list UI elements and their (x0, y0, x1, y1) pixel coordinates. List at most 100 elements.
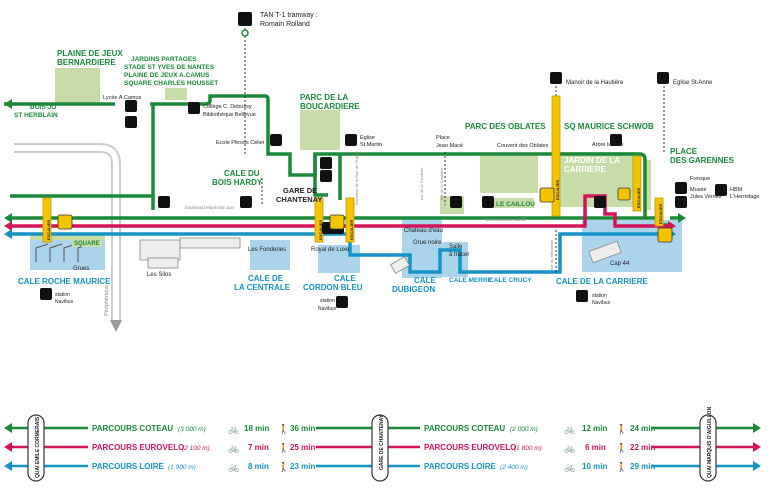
square-box (72, 238, 102, 247)
arbre-icon (610, 134, 622, 146)
bd-juin-label: boulevard Maréchal Juin (185, 205, 235, 210)
eurovelo-walk-r: 22 min (630, 443, 655, 452)
bd-cardiff-label: boulevard de Cardiff (486, 217, 527, 222)
coteau-walk-r: 24 min (630, 424, 655, 433)
station-label-1: station (55, 292, 70, 298)
navibus-label-1: Navibus (55, 299, 74, 305)
poi-icons (40, 12, 727, 308)
gare-label-2: CHANTENAY (276, 195, 322, 204)
merre-label: CALE MERRE (449, 277, 493, 284)
loire-name-l: PARCOURS LOIRE (92, 462, 165, 471)
hbm-label-2: L'Hermitage (730, 194, 759, 200)
eurovelo-name-r: PARCOURS EUROVELO (424, 443, 516, 452)
fonderies-label: Les Fonderies (248, 247, 286, 253)
grue-noire-label: Grue noire (413, 240, 442, 246)
lycee-icon-2 (125, 116, 137, 128)
navibus-label-3: Navibus (592, 300, 611, 306)
escalier-label-6: ESCALIER (658, 204, 663, 224)
eglise-anne-label: Eglise St.Anne (673, 80, 713, 86)
boucardiere-label-1: PARC DE LA (300, 93, 349, 102)
dubigeon-label-2: DUBIGEON (392, 285, 435, 294)
centrale-label-1: CALE DE (248, 274, 284, 283)
buildings (139, 237, 622, 274)
gare-label-1: GARE DE (283, 186, 317, 195)
legend-arrow-eurovelo-l (4, 442, 12, 452)
eglise-martin-icon (345, 134, 357, 146)
lycee-label: Lycée A.Camus (103, 95, 142, 101)
legend-arrow-loire-l (4, 461, 12, 471)
eurovelo-dist-r: (1 800 m) (514, 445, 542, 452)
lift-icon-1 (57, 214, 73, 230)
coteau-arrow-head-left (4, 213, 12, 223)
loire-walk-l: 23 min (290, 462, 315, 471)
caillou-box (494, 198, 534, 208)
boucardiere-label-2: BOUCARDIERE (300, 102, 360, 111)
plaine-label-2: BERNARDIERE (57, 58, 116, 67)
college-label-2: Bibliothèque Bellevue (203, 112, 256, 118)
legend-row-loire: PARCOURS LOIRE (1 900 m) 🚲 8 min 🚶 23 mi… (88, 458, 655, 472)
lift-icon-2 (329, 214, 345, 230)
bike-icon: 🚲 (564, 462, 575, 472)
coteau-name-r: PARCOURS COTEAU (424, 424, 505, 433)
eurovelo-walk-l: 25 min (290, 443, 315, 452)
bois-hardy-label-1: CALE DU (224, 169, 260, 178)
loire-arrow-left (4, 229, 12, 239)
station-label-3: station (592, 293, 607, 299)
eurovelo-bike-l: 7 min (248, 443, 269, 452)
tram-label-bottom: Romain Rolland (260, 21, 310, 28)
peripherique-road (14, 143, 122, 332)
ecole-icon (270, 134, 282, 146)
crucy-label: CALE CRUCY (489, 277, 532, 284)
legend-arrow-coteau-l (4, 423, 12, 433)
grues-label: Grues (73, 266, 89, 272)
legend-arrow-loire-r (753, 461, 761, 471)
cap-mid-label: GARE DE CHANTENAY (379, 414, 385, 470)
water-areas (30, 218, 682, 278)
bike-icon: 🚲 (228, 462, 239, 472)
bois-label-2: ST HERBLAIN (14, 112, 58, 119)
escalier-label-1: ESCALIER (46, 220, 51, 240)
navibus-label-2: Navibus (318, 306, 337, 312)
loire-walk-r: 29 min (630, 462, 655, 471)
escalier-label-5: ESCALIER (636, 188, 641, 208)
coteau-walk-l: 36 min (290, 424, 315, 433)
hbm-icon (715, 184, 727, 196)
coteau-name-l: PARCOURS COTEAU (92, 424, 173, 433)
coteau-dist-l: (3 000 m) (178, 426, 206, 433)
escalier-label-3: ESCALIER (349, 220, 354, 240)
tram-stop-dot (241, 29, 249, 37)
bike-icon-2 (320, 170, 332, 182)
bus-icon-4 (450, 196, 462, 208)
coteau-bike-r: 12 min (582, 424, 607, 433)
eurovelo-dist-l: (2 100 m) (182, 445, 210, 452)
bus-icon-5 (594, 196, 606, 208)
cap-left-label: QUAI EMILE CORMERAIS (35, 416, 41, 478)
peripherique-label: Périphérique (104, 285, 110, 316)
stairs-icon-2 (657, 227, 673, 243)
jardins-label-4: SQUARE CHARLES HOUSSET (124, 80, 218, 87)
salle-label-2: à tracer (449, 252, 469, 258)
roche-maurice-label: CALE ROCHE MAURICE (18, 277, 111, 286)
manoir-icon (550, 72, 562, 84)
loire-dist-r: (2 400 m) (500, 464, 528, 471)
eglise-martin-label-2: St.Martin (360, 142, 382, 148)
coteau-bike-l: 18 min (244, 424, 269, 433)
walk-icon: 🚶 (616, 442, 627, 453)
chateau-label: Chateau d'eau (404, 228, 443, 234)
legend-row-eurovelo: PARCOURS EUROVELO (2 100 m) 🚲 7 min 🚶 25… (88, 439, 655, 453)
coteau-arrow-right (678, 213, 686, 223)
royal-label: Royal de Luxe (311, 247, 350, 253)
bike-icon: 🚲 (564, 443, 575, 453)
legend-row-coteau: PARCOURS COTEAU (3 000 m) 🚲 18 min 🚶 36 … (88, 420, 655, 434)
bike-icon: 🚲 (228, 424, 239, 434)
bois-hardy-label-2: BOIS HARDY (212, 178, 263, 187)
cap-right-label: QUAI MARQUIS D'AIGUILLON (707, 406, 713, 478)
navibus-icon-1 (40, 288, 52, 300)
rue-simon-label: rue du Sébastien (549, 240, 554, 270)
place-mace-label-1: Place (436, 135, 450, 141)
legend-arrow-coteau-r (753, 423, 761, 433)
plessis-label: Ecole Plessis Celier (216, 140, 265, 146)
salle-label-1: Salle (449, 244, 463, 250)
jardin-carriere-label-2: CARRIERE (564, 165, 606, 174)
navibus-icon-2 (336, 296, 348, 308)
